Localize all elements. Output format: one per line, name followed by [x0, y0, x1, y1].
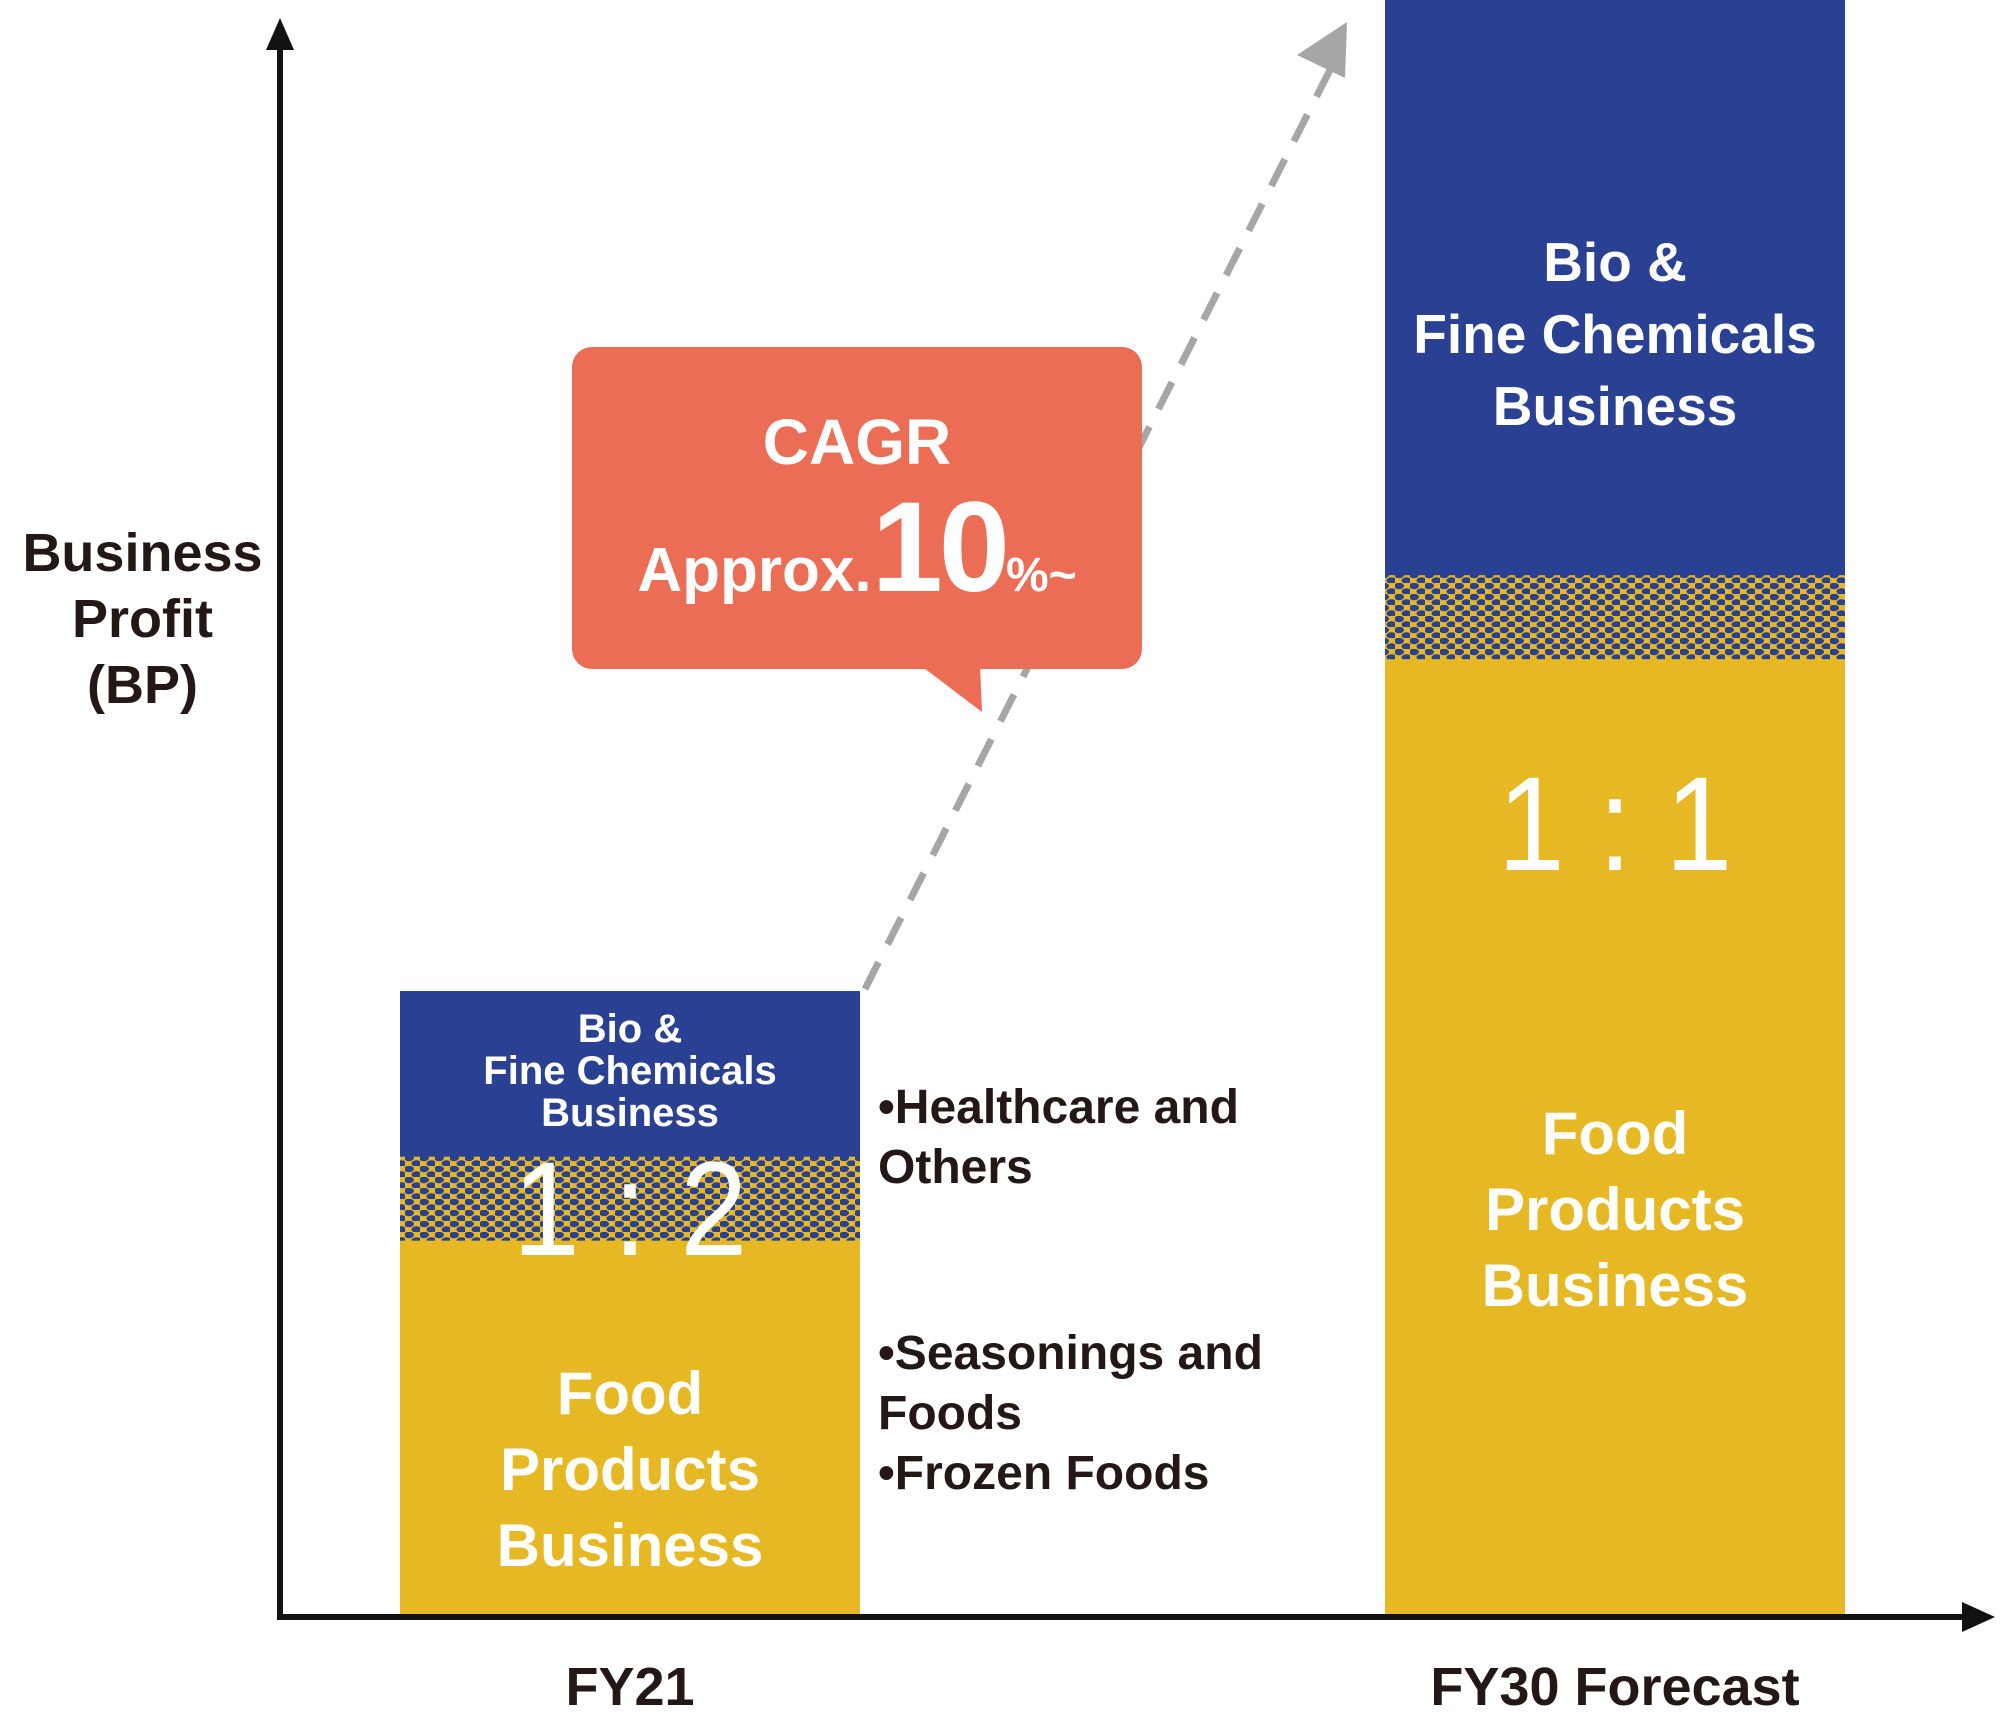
axes	[266, 18, 1995, 1632]
fy30-food-label: Food Products Business	[1481, 1100, 1749, 1319]
bar-blend-band-0	[400, 1156, 860, 1241]
callout-pointer	[920, 665, 982, 712]
callout-suffix: %~	[1005, 549, 1077, 602]
y-axis-arrowhead	[266, 18, 294, 50]
callout-bubble	[572, 347, 1142, 669]
fy21-food-segment-list: •Seasonings and Foods •Frozen Foods	[878, 1327, 1263, 1500]
fy21-bio-label: Bio & Fine Chemicals Business	[483, 1007, 777, 1135]
bar-food-1	[1385, 617, 1845, 1614]
x-tick-label-fy21: FY21	[565, 1657, 695, 1717]
cagr-callout	[572, 347, 1142, 712]
x-axis-arrowhead	[1962, 1602, 1995, 1632]
callout-cagr-line: CAGR	[762, 406, 952, 478]
bar-food-0	[400, 1198, 860, 1614]
bar-blend-band-1	[1385, 575, 1845, 660]
fy30-ratio: 1 : 1	[1497, 750, 1733, 899]
bar-bio-1	[1385, 0, 1845, 618]
growth-arrowhead	[1297, 22, 1347, 78]
bars-layer	[400, 0, 1845, 1614]
fy21-bio-segment-list: •Healthcare and Others	[878, 1081, 1239, 1194]
y-axis-label: Business Profit (BP)	[22, 523, 263, 715]
fy21-food-label: Food Products Business	[496, 1360, 764, 1579]
callout-value: 10	[871, 476, 1010, 619]
fy21-ratio: 1 : 2	[512, 1135, 748, 1284]
callout-prefix: Approx.	[637, 536, 872, 605]
fy30-bio-label: Bio & Fine Chemicals Business	[1413, 231, 1817, 437]
callout-value-line: Approx.10%~	[572, 484, 1142, 647]
x-tick-label-fy30: FY30 Forecast	[1430, 1657, 1800, 1717]
